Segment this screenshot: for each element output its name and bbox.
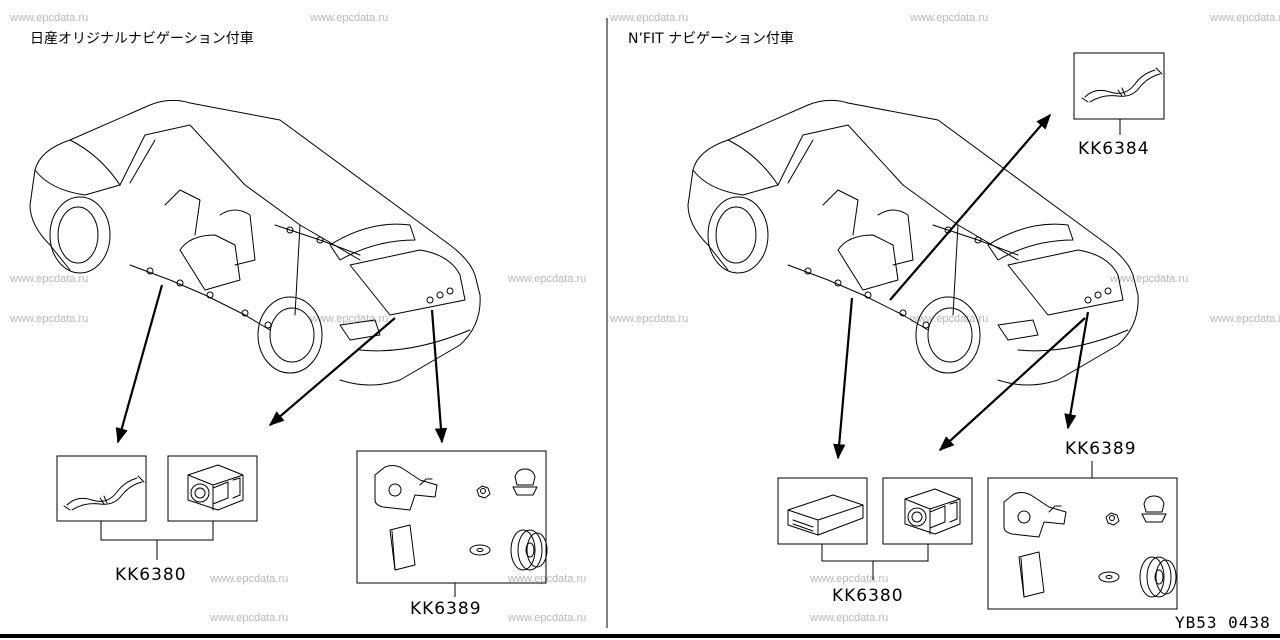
- watermark: www.epcdata.ru: [507, 612, 586, 624]
- arrow: [268, 317, 396, 427]
- watermark: www.epcdata.ru: [1209, 12, 1280, 24]
- hardware-part-box: [356, 450, 547, 584]
- camera-part-box: [882, 477, 973, 545]
- watermark: www.epcdata.ru: [9, 273, 88, 285]
- cable-icon: [63, 475, 145, 511]
- right-panel-title: N’FIT ナビゲーション付車: [628, 30, 794, 47]
- watermark: www.epcdata.ru: [209, 612, 288, 624]
- kit-code-label: KK6389: [1065, 439, 1137, 459]
- watermark: www.epcdata.ru: [9, 313, 88, 325]
- arrow: [889, 113, 1052, 301]
- watermark: www.epcdata.ru: [809, 612, 888, 624]
- cable-part-box: [1073, 52, 1165, 120]
- watermark: www.epcdata.ru: [507, 573, 586, 585]
- watermark: www.epcdata.ru: [309, 313, 388, 325]
- watermark: www.epcdata.ru: [909, 313, 988, 325]
- arrow: [833, 297, 854, 460]
- camera-icon: [187, 464, 244, 511]
- kit-bracket-line: [821, 544, 929, 580]
- cable-part-box: [56, 455, 147, 522]
- watermark: www.epcdata.ru: [609, 313, 688, 325]
- watermark: www.epcdata.ru: [209, 573, 288, 585]
- camera-icon: [904, 488, 961, 535]
- vehicle-illustration: [29, 99, 481, 386]
- kit-code-label: KK6384: [1078, 139, 1150, 159]
- hardware-icon: [374, 465, 548, 571]
- kit-code-label: KK6380: [832, 586, 904, 606]
- watermark: www.epcdata.ru: [9, 12, 88, 24]
- navigation-unit-icon: [787, 494, 864, 536]
- kit-code-label: KK6380: [115, 565, 187, 585]
- watermark: www.epcdata.ru: [1109, 273, 1188, 285]
- hardware-part-box: [987, 477, 1178, 610]
- watermark: www.epcdata.ru: [609, 12, 688, 24]
- page-code: YB53 0438: [1175, 613, 1271, 632]
- arrow: [1064, 311, 1090, 430]
- arrow: [938, 317, 1086, 452]
- watermark: www.epcdata.ru: [809, 573, 888, 585]
- left-panel-title: 日産オリジナルナビゲーション付車: [30, 30, 254, 47]
- arrow: [115, 284, 164, 444]
- watermarks: www.epcdata.ru www.epcdata.ru www.epcdat…: [9, 12, 1280, 624]
- watermark: www.epcdata.ru: [507, 273, 586, 285]
- kit-bracket-line: [100, 521, 214, 560]
- kit-code-label: KK6389: [410, 599, 482, 619]
- watermark: www.epcdata.ru: [1209, 313, 1280, 325]
- cable-icon: [1081, 67, 1163, 103]
- watermark: www.epcdata.ru: [909, 12, 988, 24]
- arrow: [430, 309, 448, 444]
- watermark: www.epcdata.ru: [309, 12, 388, 24]
- hardware-icon: [1003, 492, 1177, 598]
- vehicle-illustration: [687, 99, 1139, 386]
